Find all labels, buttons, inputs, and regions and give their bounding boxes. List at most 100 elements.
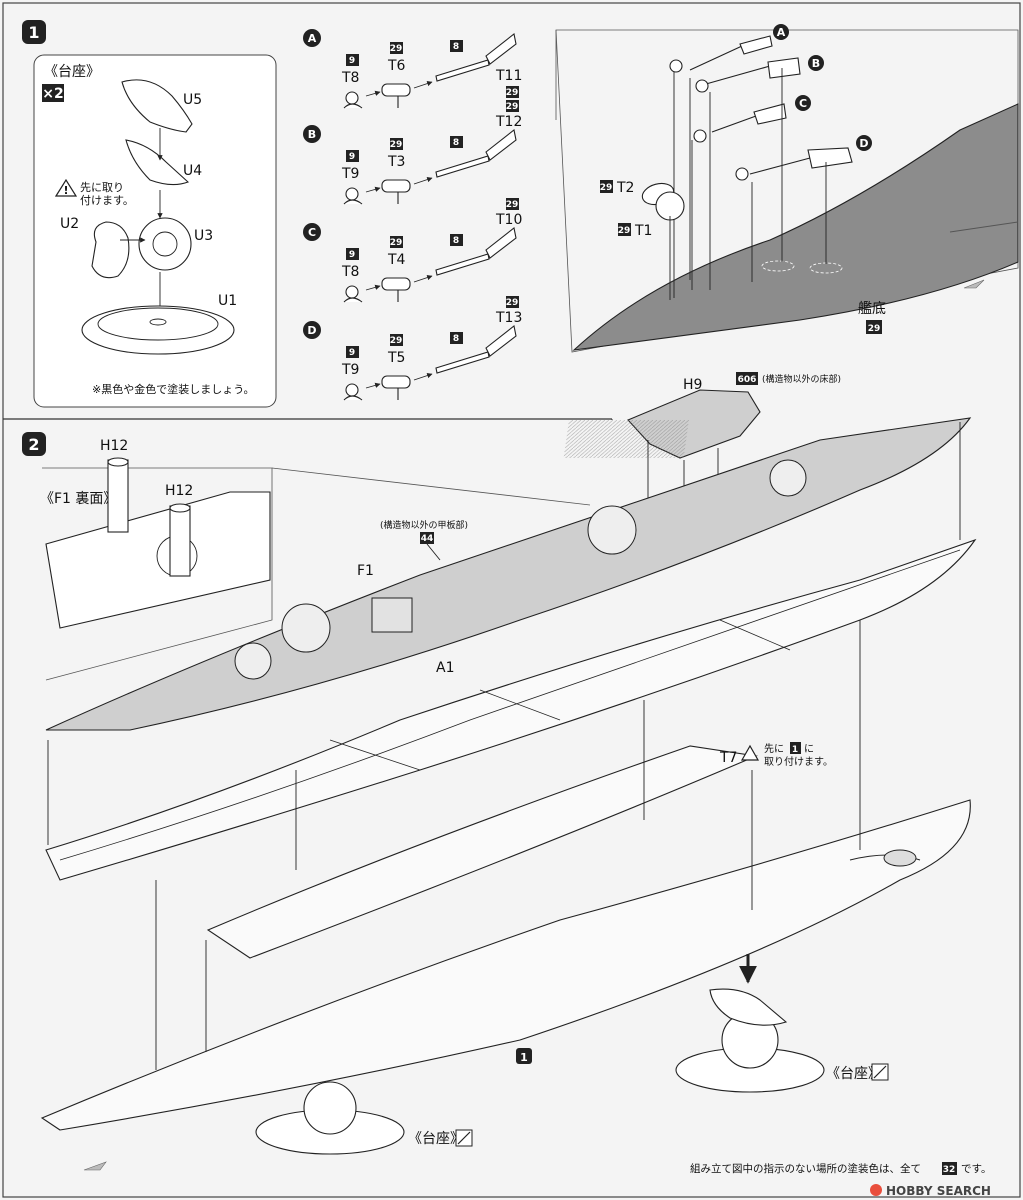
- footer-note-b: です。: [961, 1163, 991, 1175]
- part-t1: [655, 191, 685, 221]
- assembly-letter-badge: [303, 125, 321, 143]
- stand-box-title: 《台座》: [44, 64, 100, 80]
- shaft-color-badge: [450, 234, 463, 246]
- shaft-color: 8: [453, 138, 459, 148]
- mount-label: T9: [341, 166, 359, 182]
- fin-part: [485, 227, 517, 259]
- mount-color: 9: [349, 250, 355, 260]
- mount-part: [345, 285, 359, 299]
- attached-fin-d: [735, 147, 853, 282]
- shaft-color-badge: [450, 332, 463, 344]
- stand-rear-label: 《台座》: [826, 1066, 882, 1082]
- step-2-badge: [22, 432, 46, 456]
- f1-underside-inset: 《F1 裏面》 H12 H12: [40, 438, 591, 681]
- multiplier-badge: [42, 84, 64, 102]
- paint-note: ※黒色や金色で塗装しましょう。: [92, 382, 255, 396]
- arm-color-badge: [390, 138, 403, 150]
- callout-c: C: [795, 95, 811, 111]
- step-2: 2 《F1 裏面》 H12 H12 H9 606 (構造物以外の床部): [22, 372, 991, 1198]
- fin-color-badge: [506, 86, 519, 98]
- fin-part: [485, 129, 517, 161]
- part-u3: [138, 217, 192, 271]
- shaft-color: 8: [453, 42, 459, 52]
- mount-part: [345, 91, 359, 105]
- turret-2: [234, 642, 272, 680]
- mount-label: T9: [341, 362, 359, 378]
- part-u4-label: U4: [183, 163, 202, 179]
- hull-bottom-color-badge: 29: [868, 324, 881, 334]
- step-2-number: 2: [28, 435, 39, 454]
- fin-assemblies: A9T829T68T1129B9T929T38T1229C9T829T48T10…: [303, 29, 522, 401]
- svg-text:B: B: [812, 57, 820, 70]
- assembly-letter-badge: [303, 223, 321, 241]
- step-ref-badge: [516, 1048, 532, 1064]
- shaft-color: 8: [453, 236, 459, 246]
- fin-color-badge: [506, 296, 519, 308]
- part-u4: [125, 139, 190, 186]
- svg-text:!: !: [63, 184, 68, 197]
- f1-label: F1: [357, 563, 374, 579]
- stand-front: 《台座》: [255, 1081, 473, 1155]
- arm-color-badge: [390, 236, 403, 248]
- arm-label: T4: [387, 252, 406, 268]
- multiplier-label: ×2: [42, 86, 63, 102]
- turret-4: [769, 459, 807, 497]
- t7-label: T7: [719, 750, 737, 766]
- mount-color-badge: [346, 346, 359, 358]
- svg-text:A: A: [777, 26, 786, 39]
- svg-text:D: D: [859, 137, 868, 150]
- part-u3-label: U3: [194, 228, 213, 244]
- arm-color-badge: [390, 42, 403, 54]
- watermark-text: HOBBY SEARCH: [886, 1184, 991, 1198]
- part-a1-group: A1: [45, 538, 977, 881]
- shaft-part: [435, 155, 490, 178]
- mount-color-badge: [346, 150, 359, 162]
- h9-label: H9: [683, 377, 702, 393]
- hull-bottom: [572, 103, 1019, 351]
- stand-rear: 《台座》: [675, 988, 889, 1093]
- stand-front-label: 《台座》: [408, 1131, 464, 1147]
- fin-color: 29: [506, 298, 519, 308]
- fin-label: T11: [495, 68, 522, 84]
- f1-color-badge: 44: [421, 534, 434, 544]
- part-h12-b: [169, 505, 191, 577]
- fin-label: T13: [495, 310, 522, 326]
- assembly-letter: A: [308, 32, 317, 45]
- h9-color-badge: 606: [738, 375, 757, 385]
- part-u5: [121, 79, 193, 133]
- fin-label: T12: [495, 114, 522, 130]
- warning-icon: [54, 178, 78, 197]
- arm-part: [381, 83, 411, 97]
- arm-color: 29: [390, 336, 403, 346]
- fin-color-badge: [506, 198, 519, 210]
- fin-label: T10: [495, 212, 522, 228]
- arm-color: 29: [390, 238, 403, 248]
- part-t7-group: T7 先に 1 に 取り付けます。: [206, 742, 833, 959]
- arm-label: T3: [387, 154, 405, 170]
- fin-color: 29: [506, 200, 519, 210]
- assembly-letter-badge: [303, 29, 321, 47]
- footer-note: 組み立て図中の指示のない場所の塗装色は、全て 32 です。: [690, 1162, 991, 1175]
- stand-box: 《台座》 ×2 U5 U4 ! 先に取り 付けます。 U2 U3: [33, 54, 277, 408]
- hull-bottom-label: 艦底: [858, 301, 886, 317]
- turret-1: [281, 603, 331, 653]
- attached-fin-a: [669, 35, 773, 280]
- step-1: 1 《台座》 ×2 U5 U4 ! 先に取り 付けます。 U2 U3: [22, 20, 1019, 408]
- arm-color: 29: [390, 140, 403, 150]
- mount-part: [345, 187, 359, 201]
- caution-note-line1: 先に取り: [80, 181, 124, 194]
- t7-note-a: 先に: [764, 743, 784, 755]
- svg-text:C: C: [799, 97, 807, 110]
- caution-note-line2: 付けます。: [80, 194, 134, 207]
- callout-a: A: [773, 24, 789, 40]
- assembly-letter-badge: [303, 321, 321, 339]
- detail-callout-frame: [555, 29, 1019, 353]
- step-1-badge: [22, 20, 46, 44]
- arm-label: T6: [387, 58, 406, 74]
- shaft-color: 8: [453, 334, 459, 344]
